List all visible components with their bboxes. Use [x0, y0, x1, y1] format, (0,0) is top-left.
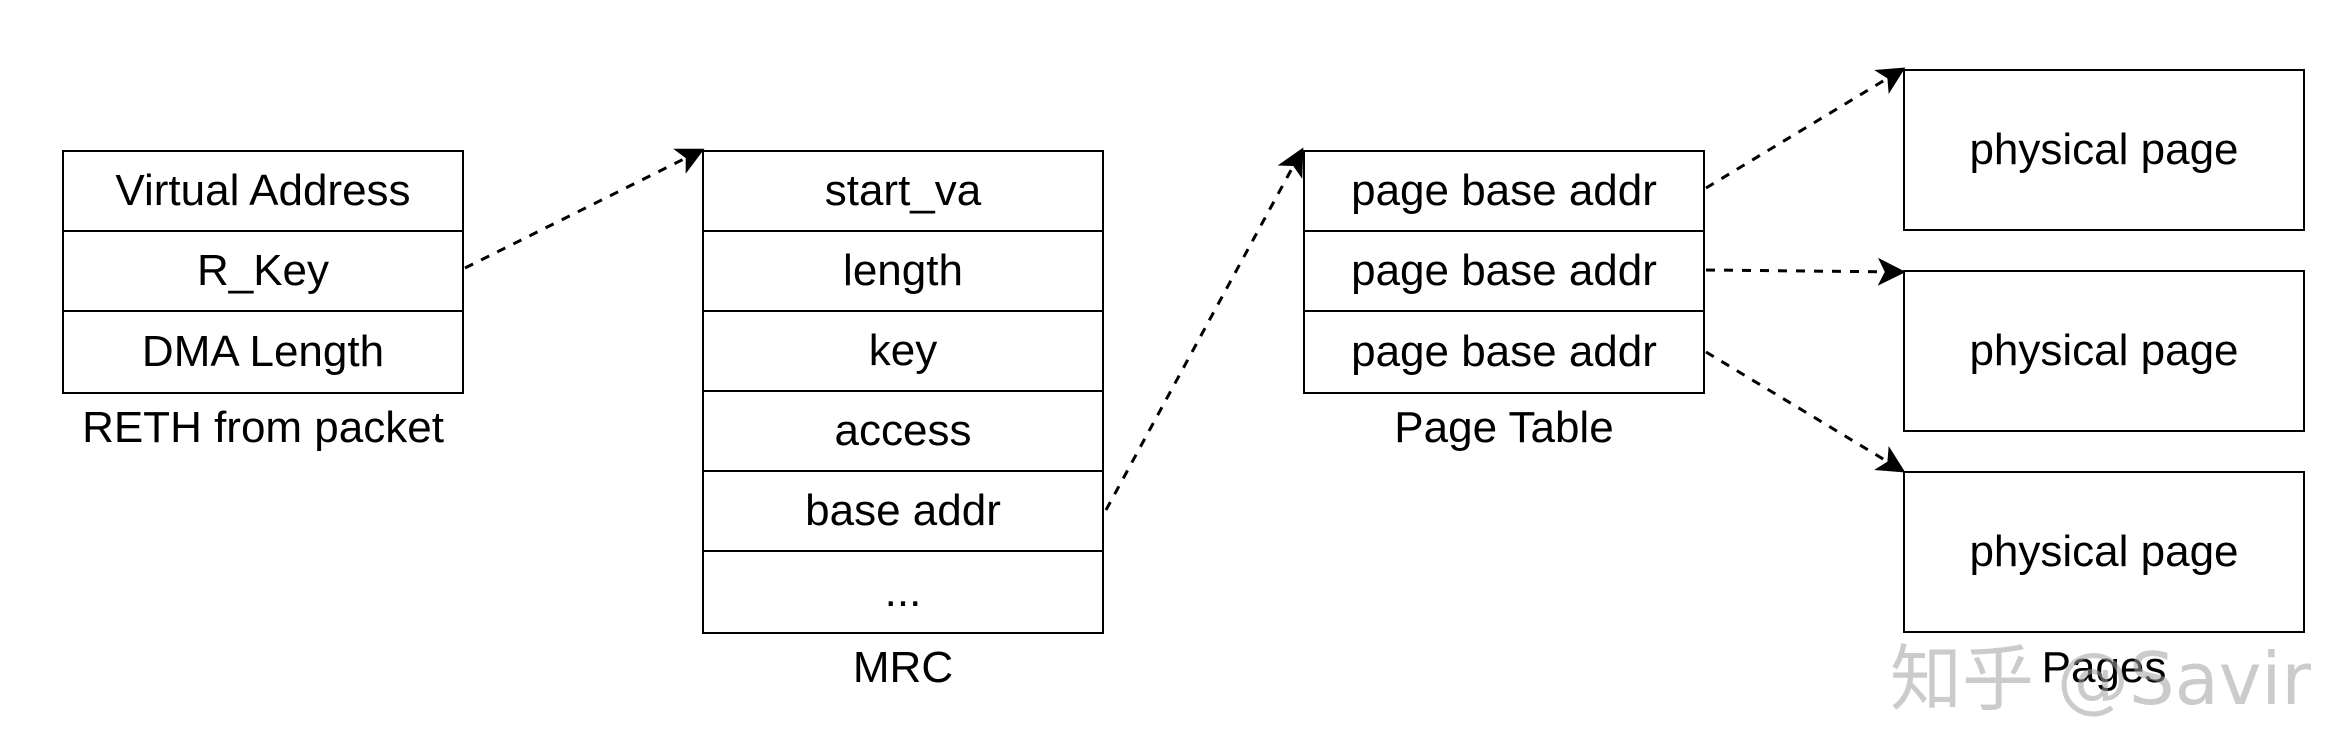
- physical-page-3: physical page: [1903, 471, 2305, 633]
- watermark: 知乎 @Savir: [1890, 637, 2311, 721]
- page-table: page base addr page base addr page base …: [1303, 150, 1705, 394]
- mrc-start-va: start_va: [704, 152, 1102, 232]
- physical-page-1: physical page: [1903, 69, 2305, 231]
- page-table-row-1: page base addr: [1305, 152, 1703, 232]
- reth-caption: RETH from packet: [82, 403, 444, 452]
- arrow-pte1-to-page1: [1705, 67, 1906, 190]
- mrc-table: start_va length key access base addr ...: [702, 150, 1104, 634]
- mrc-caption: MRC: [852, 643, 954, 692]
- mrc-length: length: [704, 232, 1102, 312]
- pages-caption: Pages: [2041, 643, 2167, 692]
- mrc-key: key: [704, 312, 1102, 392]
- page-table-caption: Page Table: [1394, 403, 1614, 452]
- arrow-reth-to-mrc: [464, 148, 705, 270]
- reth-virtual-address: Virtual Address: [64, 152, 462, 232]
- mrc-ellipsis: ...: [884, 567, 922, 616]
- page-table-row-3: page base addr: [1351, 327, 1657, 376]
- physical-page-2: physical page: [1903, 270, 2305, 432]
- reth-r-key: R_Key: [64, 232, 462, 312]
- arrow-pte3-to-page3: [1705, 350, 1906, 473]
- arrow-base-addr-to-page-table: [1104, 147, 1304, 511]
- reth-dma-length: DMA Length: [141, 327, 385, 376]
- mrc-base-addr: base addr: [704, 472, 1102, 552]
- arrow-pte2-to-page2: [1705, 257, 1906, 286]
- mrc-access: access: [704, 392, 1102, 472]
- reth-table: Virtual Address R_Key DMA Length: [62, 150, 464, 394]
- page-table-row-2: page base addr: [1305, 232, 1703, 312]
